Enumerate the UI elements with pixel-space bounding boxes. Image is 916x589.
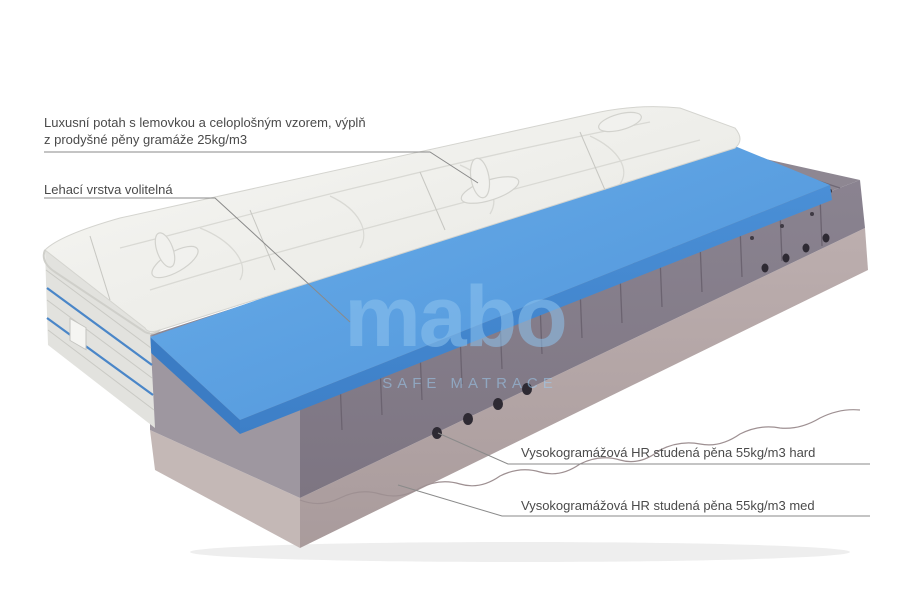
floor-shadow <box>190 542 850 562</box>
leader-cover <box>44 151 479 184</box>
mattress-cover <box>42 106 741 428</box>
label-foam-med: Vysokogramážová HR studená pěna 55kg/m3 … <box>521 498 815 513</box>
label-comfort-layer: Lehací vrstva volitelná <box>44 182 173 197</box>
label-cover-line1: Luxusní potah s lemovkou a celoplošným v… <box>44 115 366 130</box>
watermark-tagline: SAFE MATRACE <box>382 375 558 392</box>
label-cover-line2: z prodyšné pěny gramáže 25kg/m3 <box>44 132 248 147</box>
leader-hard <box>437 432 870 465</box>
watermark-brand: mabo <box>344 269 565 365</box>
leader-lines <box>44 151 870 517</box>
leader-comfort <box>44 197 351 323</box>
watermark: mabo SAFE MATRACE <box>344 269 567 392</box>
label-cover: Luxusní potah s lemovkou a celoplošným v… <box>44 114 366 148</box>
comfort-layer <box>150 140 832 434</box>
label-foam-hard: Vysokogramážová HR studená pěna 55kg/m3 … <box>521 445 816 460</box>
leader-med <box>397 484 870 517</box>
